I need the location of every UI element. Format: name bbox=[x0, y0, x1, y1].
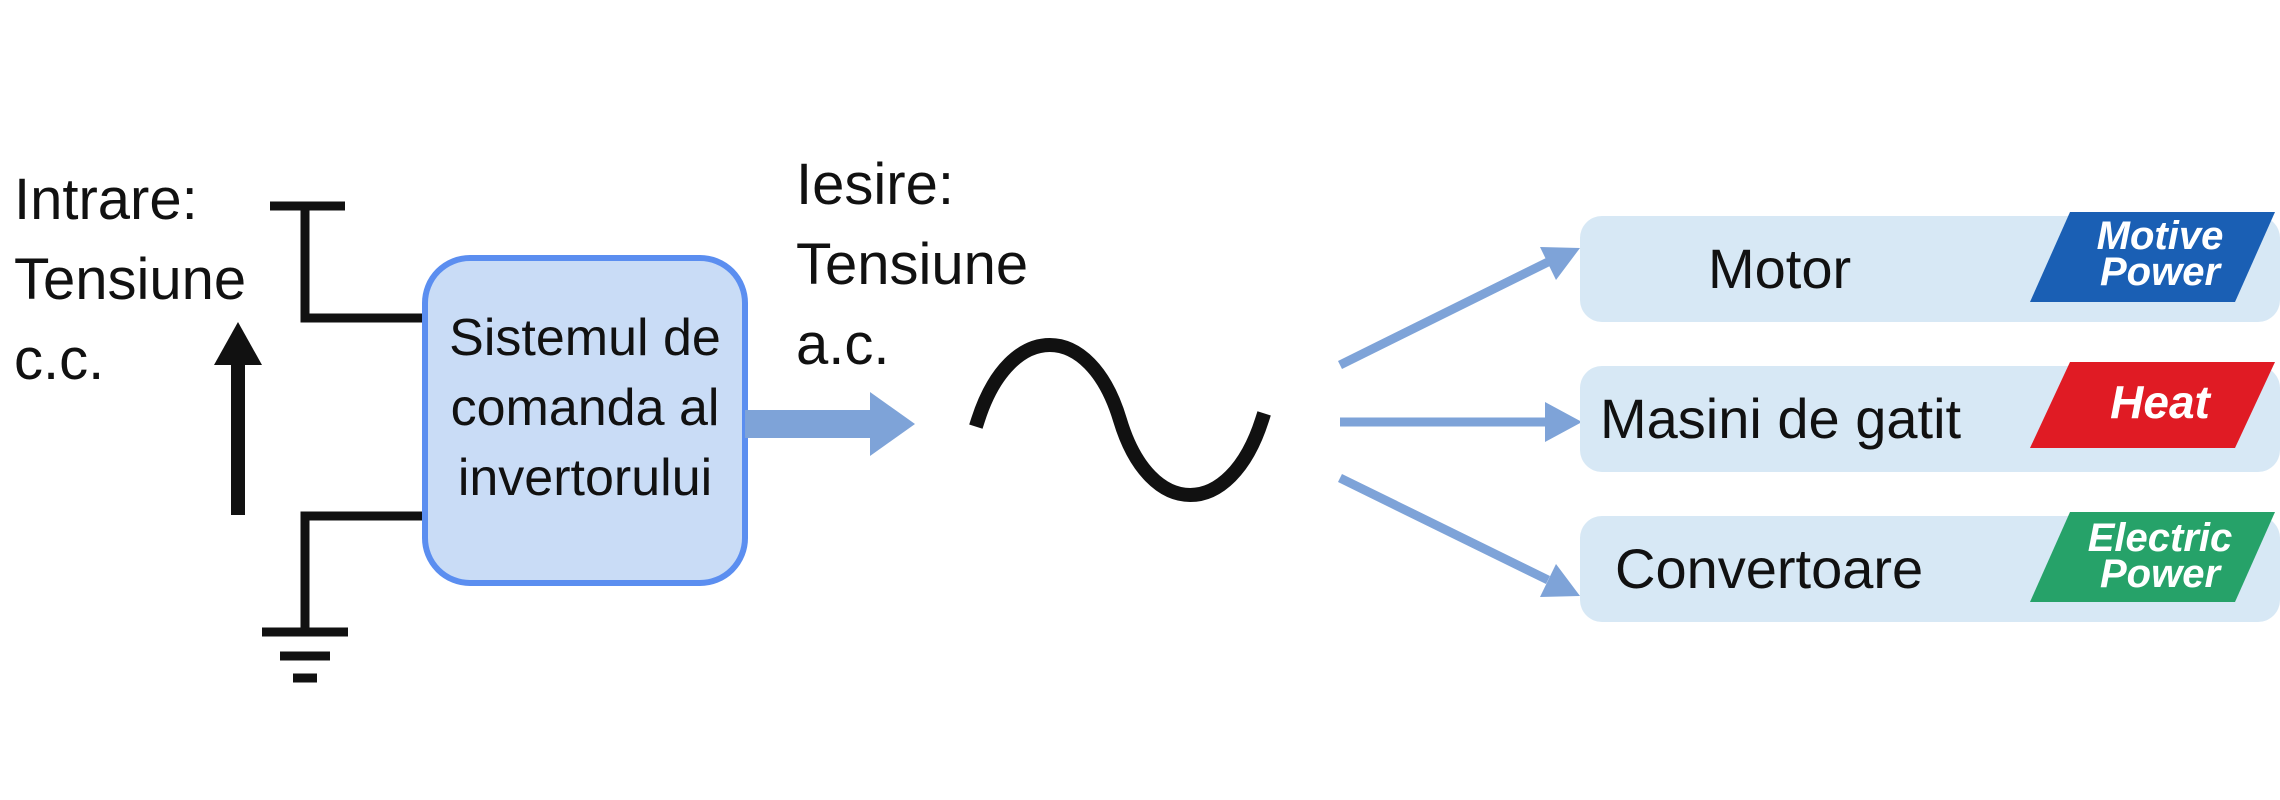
ground-icon bbox=[262, 627, 348, 683]
input-line-2: Tensiune bbox=[14, 247, 247, 312]
inverter-line-3: invertorului bbox=[457, 449, 713, 507]
voltage-up-arrow-icon bbox=[214, 322, 262, 515]
output-line-3: a.c. bbox=[796, 312, 890, 377]
ac-sine-wave-icon bbox=[969, 338, 1271, 502]
badge-electric-line-2: Power bbox=[2099, 552, 2221, 596]
output-label: Iesire: Tensiune a.c. bbox=[796, 145, 1028, 385]
output-label-converter: Convertoare bbox=[1615, 537, 1924, 600]
inverter-line-2: comanda al bbox=[450, 379, 720, 437]
input-label: Intrare: Tensiune c.c. bbox=[14, 160, 246, 400]
arrow-to-converter bbox=[1338, 473, 1550, 585]
output-line-1: Iesire: bbox=[796, 152, 954, 217]
badge-heat-text: Heat bbox=[2060, 376, 2260, 428]
dc-input-wiring bbox=[270, 201, 425, 630]
badge-electric-line-1: Electric bbox=[2087, 516, 2233, 560]
badge-motive-power-text: Motive Power bbox=[2060, 214, 2260, 294]
output-line-2: Tensiune bbox=[796, 232, 1029, 297]
block-to-ac-arrow bbox=[745, 392, 915, 456]
badge-motive-line-2: Power bbox=[2099, 250, 2221, 294]
badge-heat-line-1: Heat bbox=[2110, 376, 2210, 428]
inverter-line-1: Sistemul de bbox=[449, 309, 721, 367]
badge-motive-power bbox=[2030, 212, 2275, 302]
inverter-label: Sistemul de comanda al invertorului bbox=[425, 303, 745, 513]
arrowhead-heat bbox=[1545, 402, 1582, 442]
badge-motive-line-1: Motive bbox=[2096, 214, 2224, 258]
arrow-to-motor bbox=[1338, 257, 1550, 370]
arrowhead-converter bbox=[1540, 564, 1580, 597]
badge-electric-power-text: Electric Power bbox=[2060, 516, 2260, 596]
input-line-1: Intrare: bbox=[14, 167, 198, 232]
badge-electric-power bbox=[2030, 512, 2275, 602]
bottom-wire bbox=[300, 511, 425, 630]
output-label-heat: Masini de gatit bbox=[1600, 387, 1962, 450]
arrowhead-motor bbox=[1540, 247, 1580, 280]
badge-heat bbox=[2030, 362, 2275, 448]
output-label-motor: Motor bbox=[1708, 237, 1852, 300]
branch-arrows bbox=[1338, 257, 1550, 585]
top-wire bbox=[300, 206, 425, 323]
input-line-3: c.c. bbox=[14, 327, 105, 392]
